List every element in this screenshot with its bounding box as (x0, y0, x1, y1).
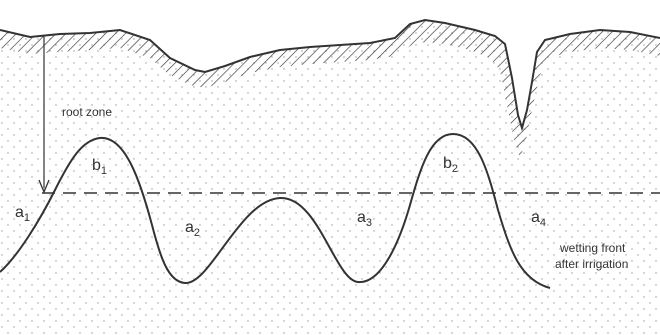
label-a3: a3 (357, 209, 372, 229)
wetting-front-label-line2: after irrigation (555, 257, 628, 271)
root-zone-label: root zone (62, 105, 112, 119)
label-a2: a2 (185, 219, 200, 239)
label-b2: b2 (443, 155, 458, 175)
label-b1: b1 (92, 157, 107, 177)
label-a4: a4 (531, 209, 546, 229)
root-zone-arrow-head (38, 179, 50, 194)
ground-surface-line (0, 18, 660, 132)
wetting-front-label-line1: wetting front (559, 241, 626, 255)
label-a1: a1 (15, 204, 30, 224)
wetting-front-curve (0, 132, 551, 289)
